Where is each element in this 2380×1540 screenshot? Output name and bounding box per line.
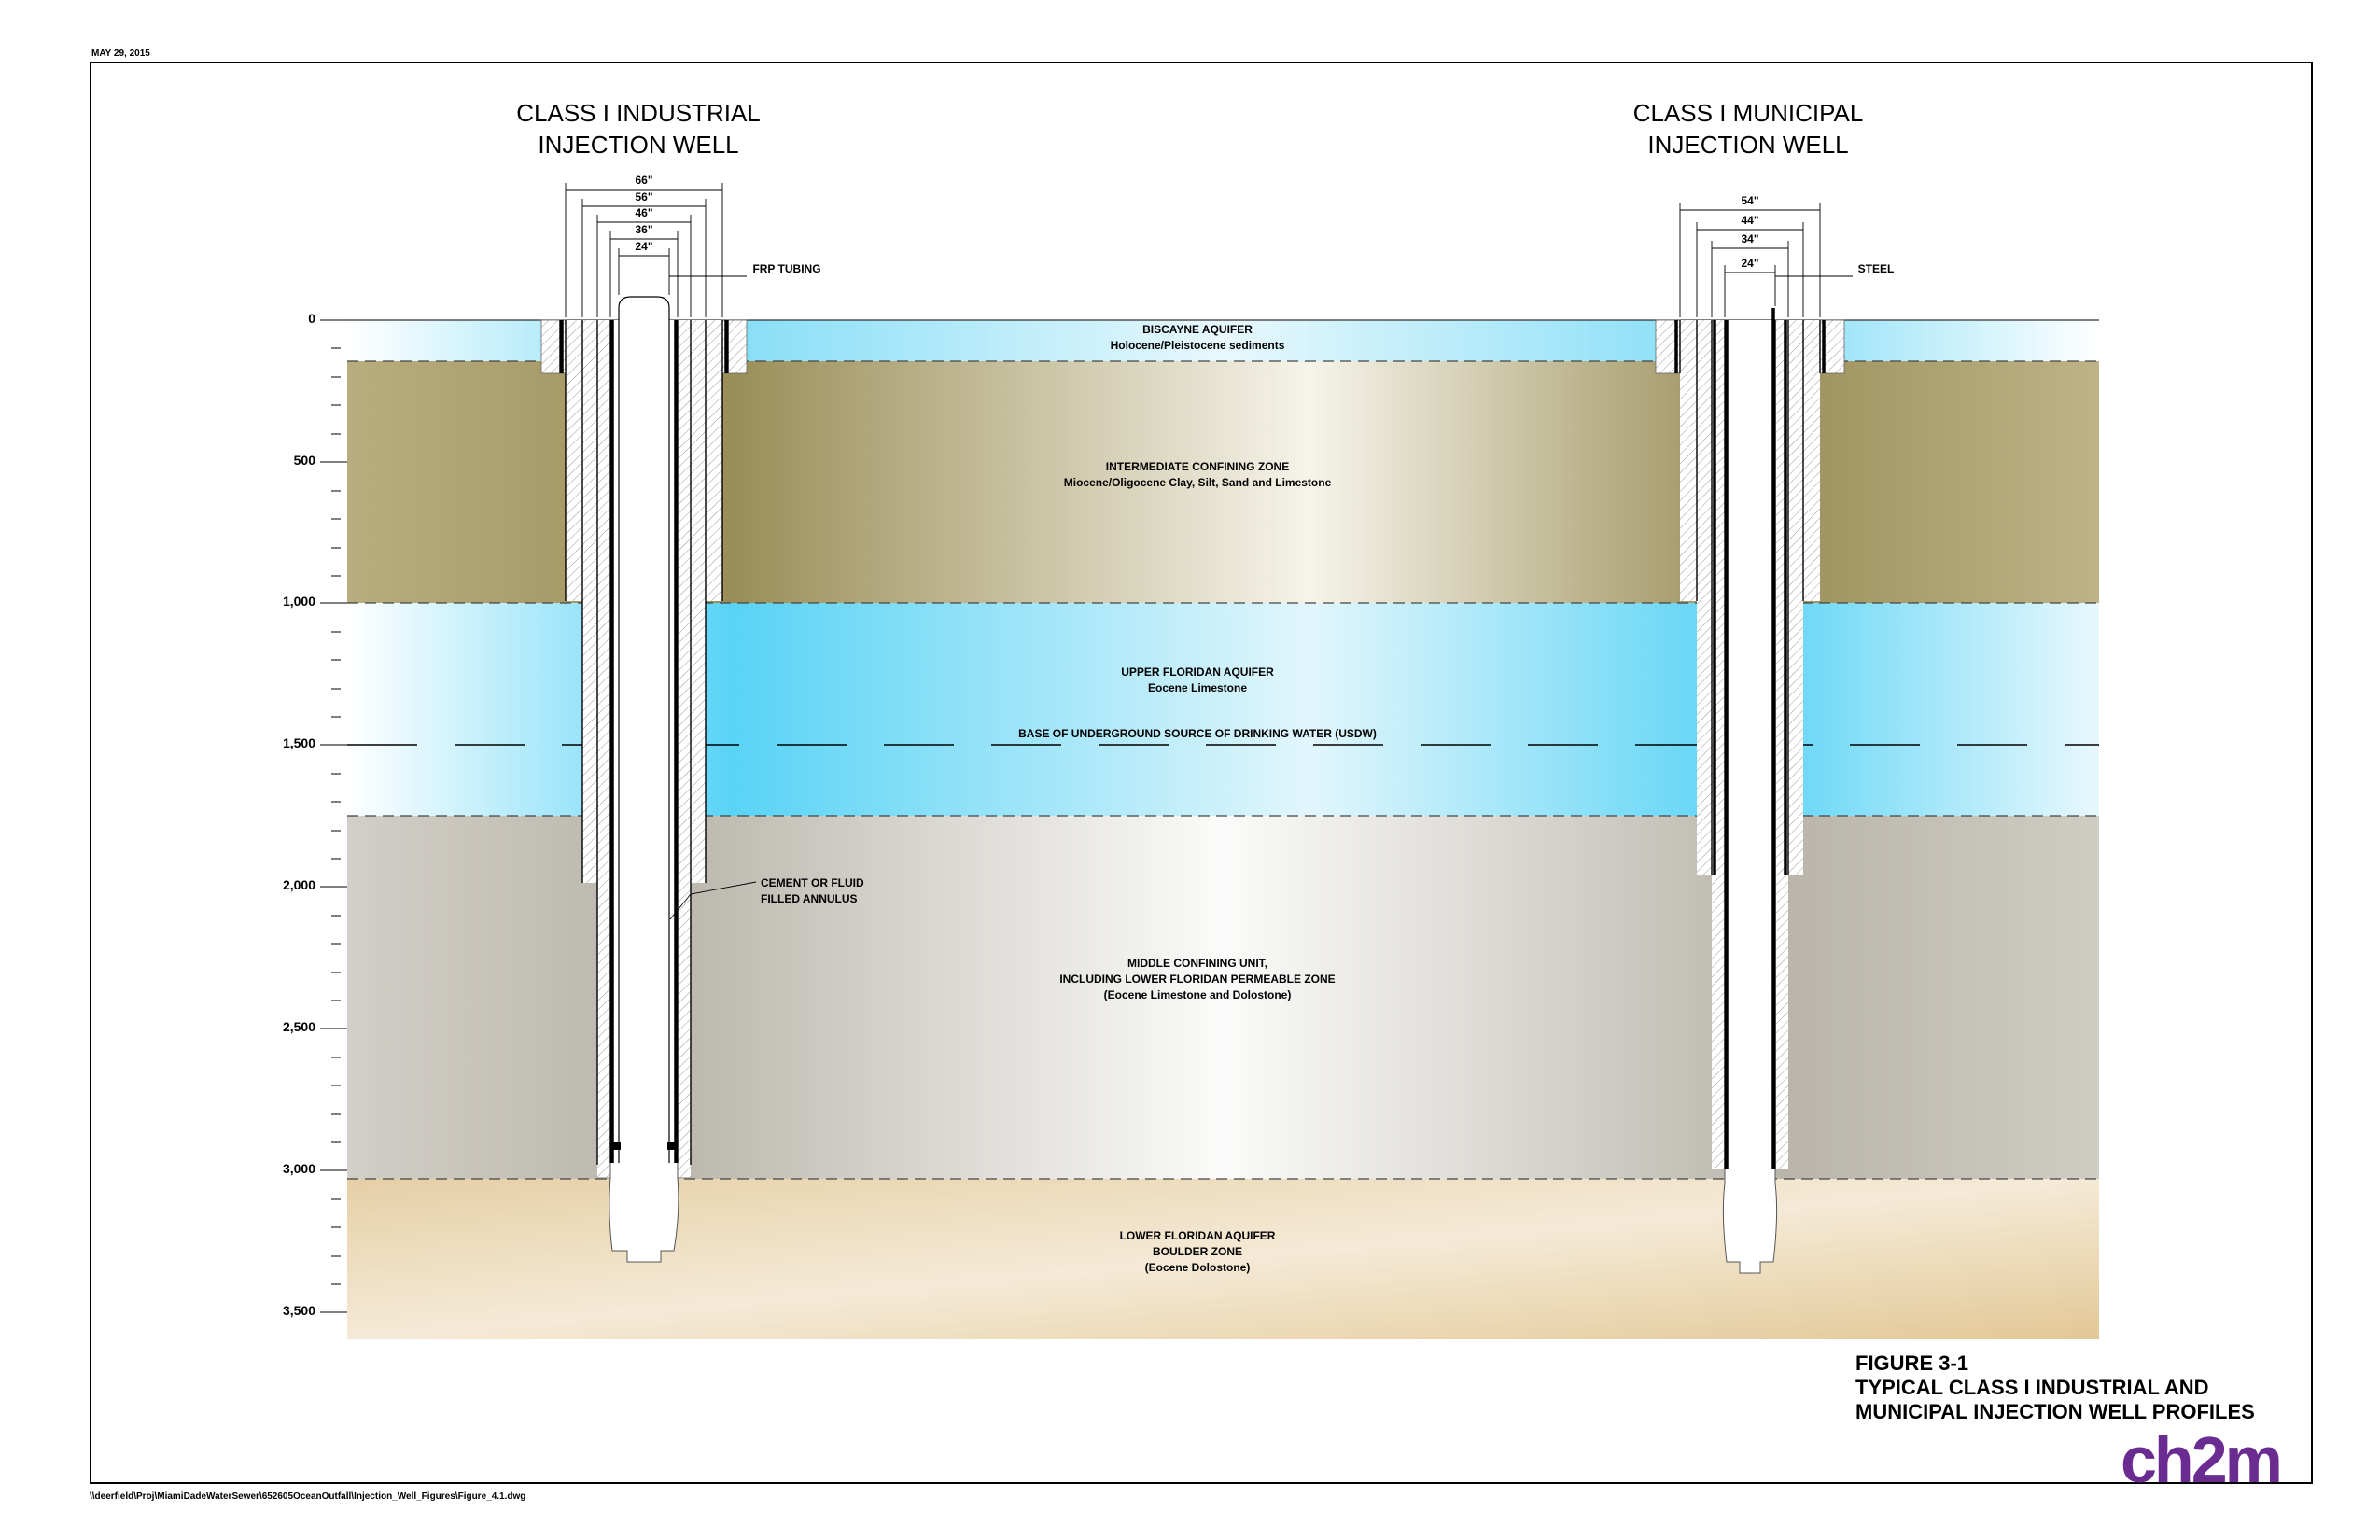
depth-label-0: 0 xyxy=(308,311,315,326)
upper-floridan-desc: Eocene Limestone xyxy=(1147,681,1248,694)
upper-floridan-label: UPPER FLORIDAN AQUIFER Eocene Limestone xyxy=(1121,665,1274,696)
industrial-well xyxy=(540,183,757,1263)
biscayne-desc: Holocene/Pleistocene sediments xyxy=(1110,339,1285,352)
upper-floridan-name: UPPER FLORIDAN AQUIFER xyxy=(1121,665,1274,679)
lower-floridan-name: LOWER FLORIDAN AQUIFER xyxy=(1119,1229,1276,1242)
annulus-label-line2: FILLED ANNULUS xyxy=(761,892,858,905)
industrial-title-line1: CLASS I INDUSTRIAL xyxy=(516,99,761,127)
industrial-dim-24: 24" xyxy=(635,240,653,253)
figure-caption: FIGURE 3-1 TYPICAL CLASS I INDUSTRIAL AN… xyxy=(1855,1351,2255,1424)
middle-line2: INCLUDING LOWER FLORIDAN PERMEABLE ZONE xyxy=(1059,973,1336,986)
depth-label-1000: 1,000 xyxy=(282,594,315,609)
municipal-dim-24: 24" xyxy=(1741,257,1759,270)
lower-floridan-desc: (Eocene Dolostone) xyxy=(1144,1261,1251,1274)
intermediate-name: INTERMEDIATE CONFINING ZONE xyxy=(1105,460,1290,473)
municipal-title-line2: INJECTION WELL xyxy=(1647,131,1849,159)
biscayne-label: BISCAYNE AQUIFER Holocene/Pleistocene se… xyxy=(1111,322,1285,354)
ch2m-logo: ch2m xyxy=(2121,1423,2283,1496)
figure-title-line1: TYPICAL CLASS I INDUSTRIAL AND xyxy=(1855,1376,2209,1399)
industrial-dim-36: 36" xyxy=(635,223,653,236)
industrial-title-line2: INJECTION WELL xyxy=(538,131,739,159)
industrial-dim-56: 56" xyxy=(635,190,653,203)
industrial-dim-66: 66" xyxy=(635,174,653,187)
middle-name: MIDDLE CONFINING UNIT, xyxy=(1127,957,1267,970)
municipal-dim-34: 34" xyxy=(1741,232,1759,245)
drawing-frame xyxy=(90,62,2313,1484)
municipal-title-line1: CLASS I MUNICIPAL xyxy=(1632,99,1864,127)
depth-label-3000: 3,000 xyxy=(282,1161,315,1176)
industrial-dim-46: 46" xyxy=(635,206,653,219)
municipal-well-title: CLASS I MUNICIPAL INJECTION WELL xyxy=(1505,97,1991,161)
municipal-well xyxy=(1655,203,1853,1274)
industrial-well-title: CLASS I INDUSTRIAL INJECTION WELL xyxy=(396,97,881,161)
usdw-label: BASE OF UNDERGROUND SOURCE OF DRINKING W… xyxy=(1018,727,1377,740)
depth-axis xyxy=(320,319,347,1313)
annulus-label: CEMENT OR FLUID FILLED ANNULUS xyxy=(761,875,864,907)
figure-title-line2: MUNICIPAL INJECTION WELL PROFILES xyxy=(1855,1400,2255,1423)
figure-number: FIGURE 3-1 xyxy=(1855,1351,1969,1375)
depth-label-1500: 1,500 xyxy=(282,735,315,750)
frp-tubing-label: FRP TUBING xyxy=(752,262,821,275)
intermediate-label: INTERMEDIATE CONFINING ZONE Miocene/Olig… xyxy=(1064,459,1332,491)
depth-label-500: 500 xyxy=(293,453,315,468)
steel-label: STEEL xyxy=(1857,262,1895,275)
lower-floridan-line2: BOULDER ZONE xyxy=(1153,1245,1242,1258)
depth-label-3500: 3,500 xyxy=(282,1303,315,1318)
middle-desc: (Eocene Limestone and Dolostone) xyxy=(1103,988,1292,1001)
drawing-date: MAY 29, 2015 xyxy=(91,49,150,59)
depth-label-2000: 2,000 xyxy=(282,877,315,892)
intermediate-desc: Miocene/Oligocene Clay, Silt, Sand and L… xyxy=(1063,476,1332,489)
municipal-dim-44: 44" xyxy=(1741,214,1759,227)
biscayne-name: BISCAYNE AQUIFER xyxy=(1142,323,1253,336)
file-path: \\deerfield\Proj\MiamiDadeWaterSewer\652… xyxy=(90,1491,526,1502)
depth-label-2500: 2,500 xyxy=(282,1019,315,1034)
municipal-dim-54: 54" xyxy=(1741,194,1759,207)
middle-confining-label: MIDDLE CONFINING UNIT, INCLUDING LOWER F… xyxy=(1059,956,1335,1003)
annulus-label-line1: CEMENT OR FLUID xyxy=(761,876,864,889)
lower-floridan-label: LOWER FLORIDAN AQUIFER BOULDER ZONE (Eoc… xyxy=(1120,1228,1276,1276)
